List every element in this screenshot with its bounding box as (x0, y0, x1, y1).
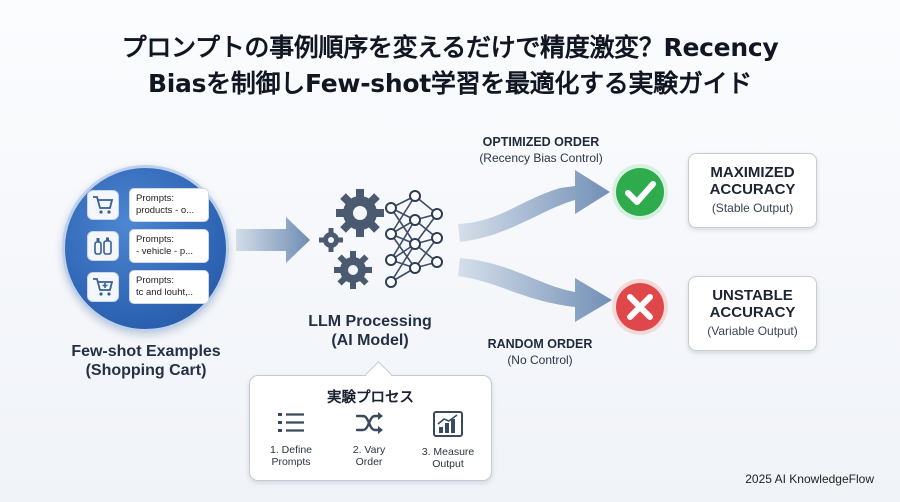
input-arrow (236, 217, 310, 263)
check-icon (612, 164, 668, 220)
optimized-order-title: OPTIMIZED ORDER (482, 135, 600, 149)
step-line-1: 2. Vary (352, 444, 386, 456)
title-line-1: プロンプトの事例順序を変えるだけで精度激変？Recency (121, 33, 779, 62)
maximized-accuracy-card: MAXIMIZED ACCURACY (Stable Output) (688, 153, 817, 228)
optimized-arrow (458, 170, 610, 242)
prompt-text: - vehicle - p... (136, 246, 194, 257)
unstable-line-1: UNSTABLE (712, 287, 793, 304)
prompt-label: Prompts: (136, 234, 175, 245)
credit-text: 2025 AI KnowledgeFlow (745, 472, 874, 486)
bar-chart-icon (433, 411, 463, 437)
shopping-cart-icon (87, 190, 119, 220)
process-step: 1. Define Prompts (256, 410, 326, 468)
few-shot-examples-circle: Prompts: products - o... Prompts: - vehi… (62, 165, 229, 332)
random-order-sub: (No Control) (507, 353, 573, 367)
step-line-2: Prompts (271, 456, 311, 468)
step-line-1: 3. Measure (421, 446, 475, 458)
step-line-2: Output (432, 458, 464, 470)
shuffle-icon (355, 412, 383, 434)
maximized-line-2: ACCURACY (709, 181, 796, 198)
page-title: プロンプトの事例順序を変えるだけで精度激変？Recency Biasを制御しFe… (0, 30, 900, 102)
prompt-text: products - o... (136, 205, 195, 216)
title-line-2: Biasを制御しFew-shot学習を最適化する実験ガイド (148, 69, 752, 98)
llm-caption-line-2: (AI Model) (331, 332, 409, 349)
llm-gears-network-icon (319, 189, 443, 289)
few-shot-caption-line-2: (Shopping Cart) (85, 362, 207, 379)
random-order-title: RANDOM ORDER (487, 337, 593, 351)
prompt-bubble: Prompts: products - o... (129, 188, 209, 222)
step-line-1: 1. Define (269, 444, 313, 456)
prompt-bubble: Prompts: - vehicle - p... (129, 229, 209, 263)
prompt-row: Prompts: - vehicle - p... (87, 229, 217, 263)
prompt-text: tc and louht,.. (136, 287, 194, 298)
few-shot-caption: Few-shot Examples (Shopping Cart) (60, 342, 232, 380)
unstable-sub: (Variable Output) (707, 324, 798, 338)
maximized-sub: (Stable Output) (711, 201, 794, 215)
list-icon (278, 413, 304, 432)
random-order-label: RANDOM ORDER (No Control) (470, 336, 610, 368)
unstable-line-2: ACCURACY (709, 304, 796, 321)
prompt-bubble: Prompts: tc and louht,.. (129, 270, 209, 304)
cross-icon (612, 279, 668, 335)
bottles-icon (87, 231, 119, 261)
step-line-2: Order (355, 456, 383, 468)
experiment-process-panel: 実験プロセス 1. Define Prompts 2. Vary Order (249, 375, 492, 481)
few-shot-caption-line-1: Few-shot Examples (71, 343, 221, 360)
prompt-label: Prompts: (136, 193, 175, 204)
llm-caption: LLM Processing (AI Model) (300, 312, 440, 350)
process-title: 実験プロセス (327, 390, 414, 406)
prompt-row: Prompts: tc and louht,.. (87, 270, 217, 304)
process-step: 2. Vary Order (334, 410, 404, 468)
prompt-row: Prompts: products - o... (87, 188, 217, 222)
optimized-order-label: OPTIMIZED ORDER (Recency Bias Control) (456, 134, 626, 166)
random-arrow (458, 258, 612, 322)
prompt-label: Prompts: (136, 275, 175, 286)
maximized-line-1: MAXIMIZED (710, 164, 795, 181)
process-step: 3. Measure Output (413, 410, 483, 470)
llm-caption-line-1: LLM Processing (308, 313, 432, 330)
optimized-order-sub: (Recency Bias Control) (479, 151, 603, 165)
cart-plus-icon (87, 272, 119, 302)
unstable-accuracy-card: UNSTABLE ACCURACY (Variable Output) (688, 276, 817, 351)
